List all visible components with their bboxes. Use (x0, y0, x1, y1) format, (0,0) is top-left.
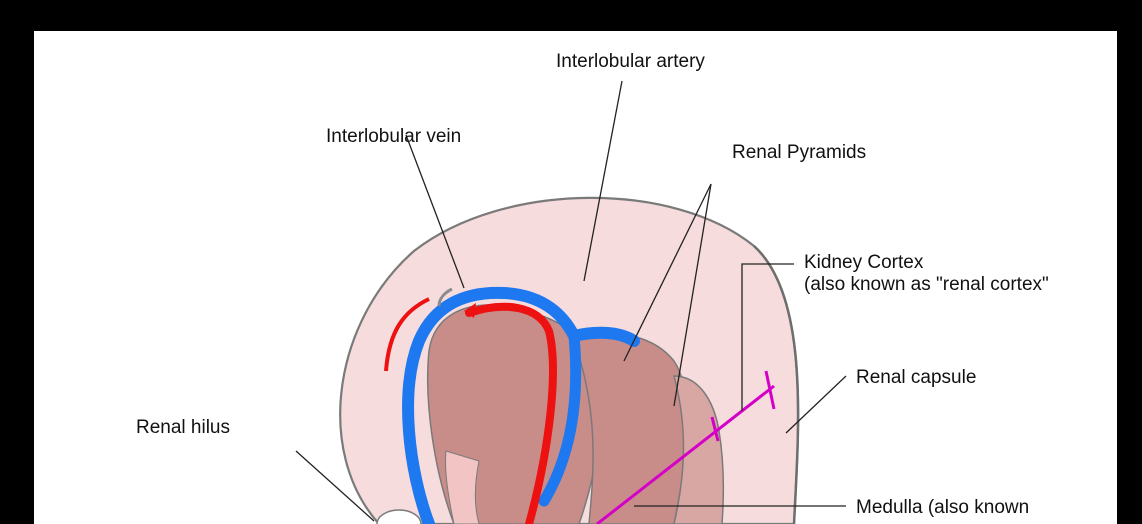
label-renal-pyramids: Renal Pyramids (732, 142, 866, 163)
label-interlobular-artery: Interlobular artery (556, 51, 705, 72)
kidney-diagram: Interlobular artery Interlobular vein Re… (34, 31, 1117, 524)
label-renal-capsule: Renal capsule (856, 367, 976, 388)
label-medulla-line1: Medulla (also known (856, 497, 1029, 518)
kidney-illustration: Interlobular artery Interlobular vein Re… (34, 31, 1117, 524)
label-interlobular-vein: Interlobular vein (326, 126, 461, 147)
label-kidney-cortex-line2: (also known as "renal cortex" (804, 274, 1049, 295)
label-kidney-cortex-line1: Kidney Cortex (804, 252, 924, 273)
label-renal-hilus: Renal hilus (136, 417, 230, 438)
